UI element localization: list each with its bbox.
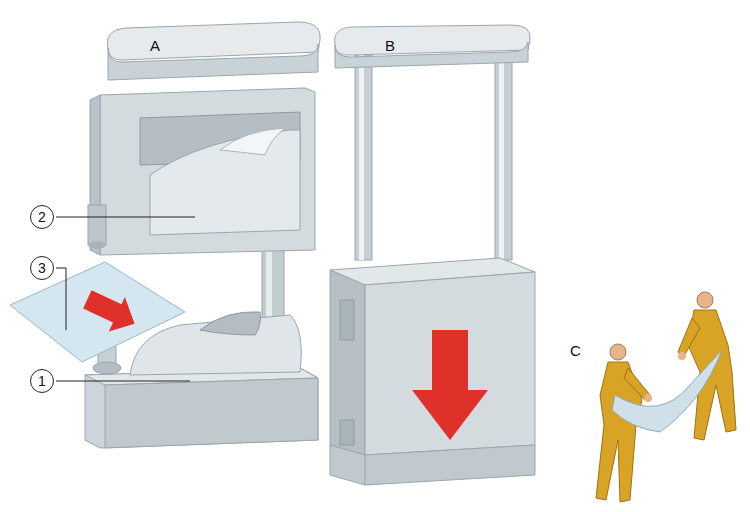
callout-circle: 2 xyxy=(30,205,54,229)
workers-with-panel xyxy=(596,292,736,502)
open-press xyxy=(85,22,320,448)
callout-number: 3 xyxy=(38,261,46,275)
figure-letter: C xyxy=(570,343,581,358)
callout-number: 1 xyxy=(38,374,46,388)
callout-circle: 3 xyxy=(30,256,54,280)
leader-lines xyxy=(56,217,195,381)
closed-press xyxy=(330,25,535,485)
figure-letter: A xyxy=(150,38,160,53)
callout-number: 2 xyxy=(38,210,46,224)
figure-letter: B xyxy=(385,38,395,53)
callout-circle: 1 xyxy=(30,369,54,393)
